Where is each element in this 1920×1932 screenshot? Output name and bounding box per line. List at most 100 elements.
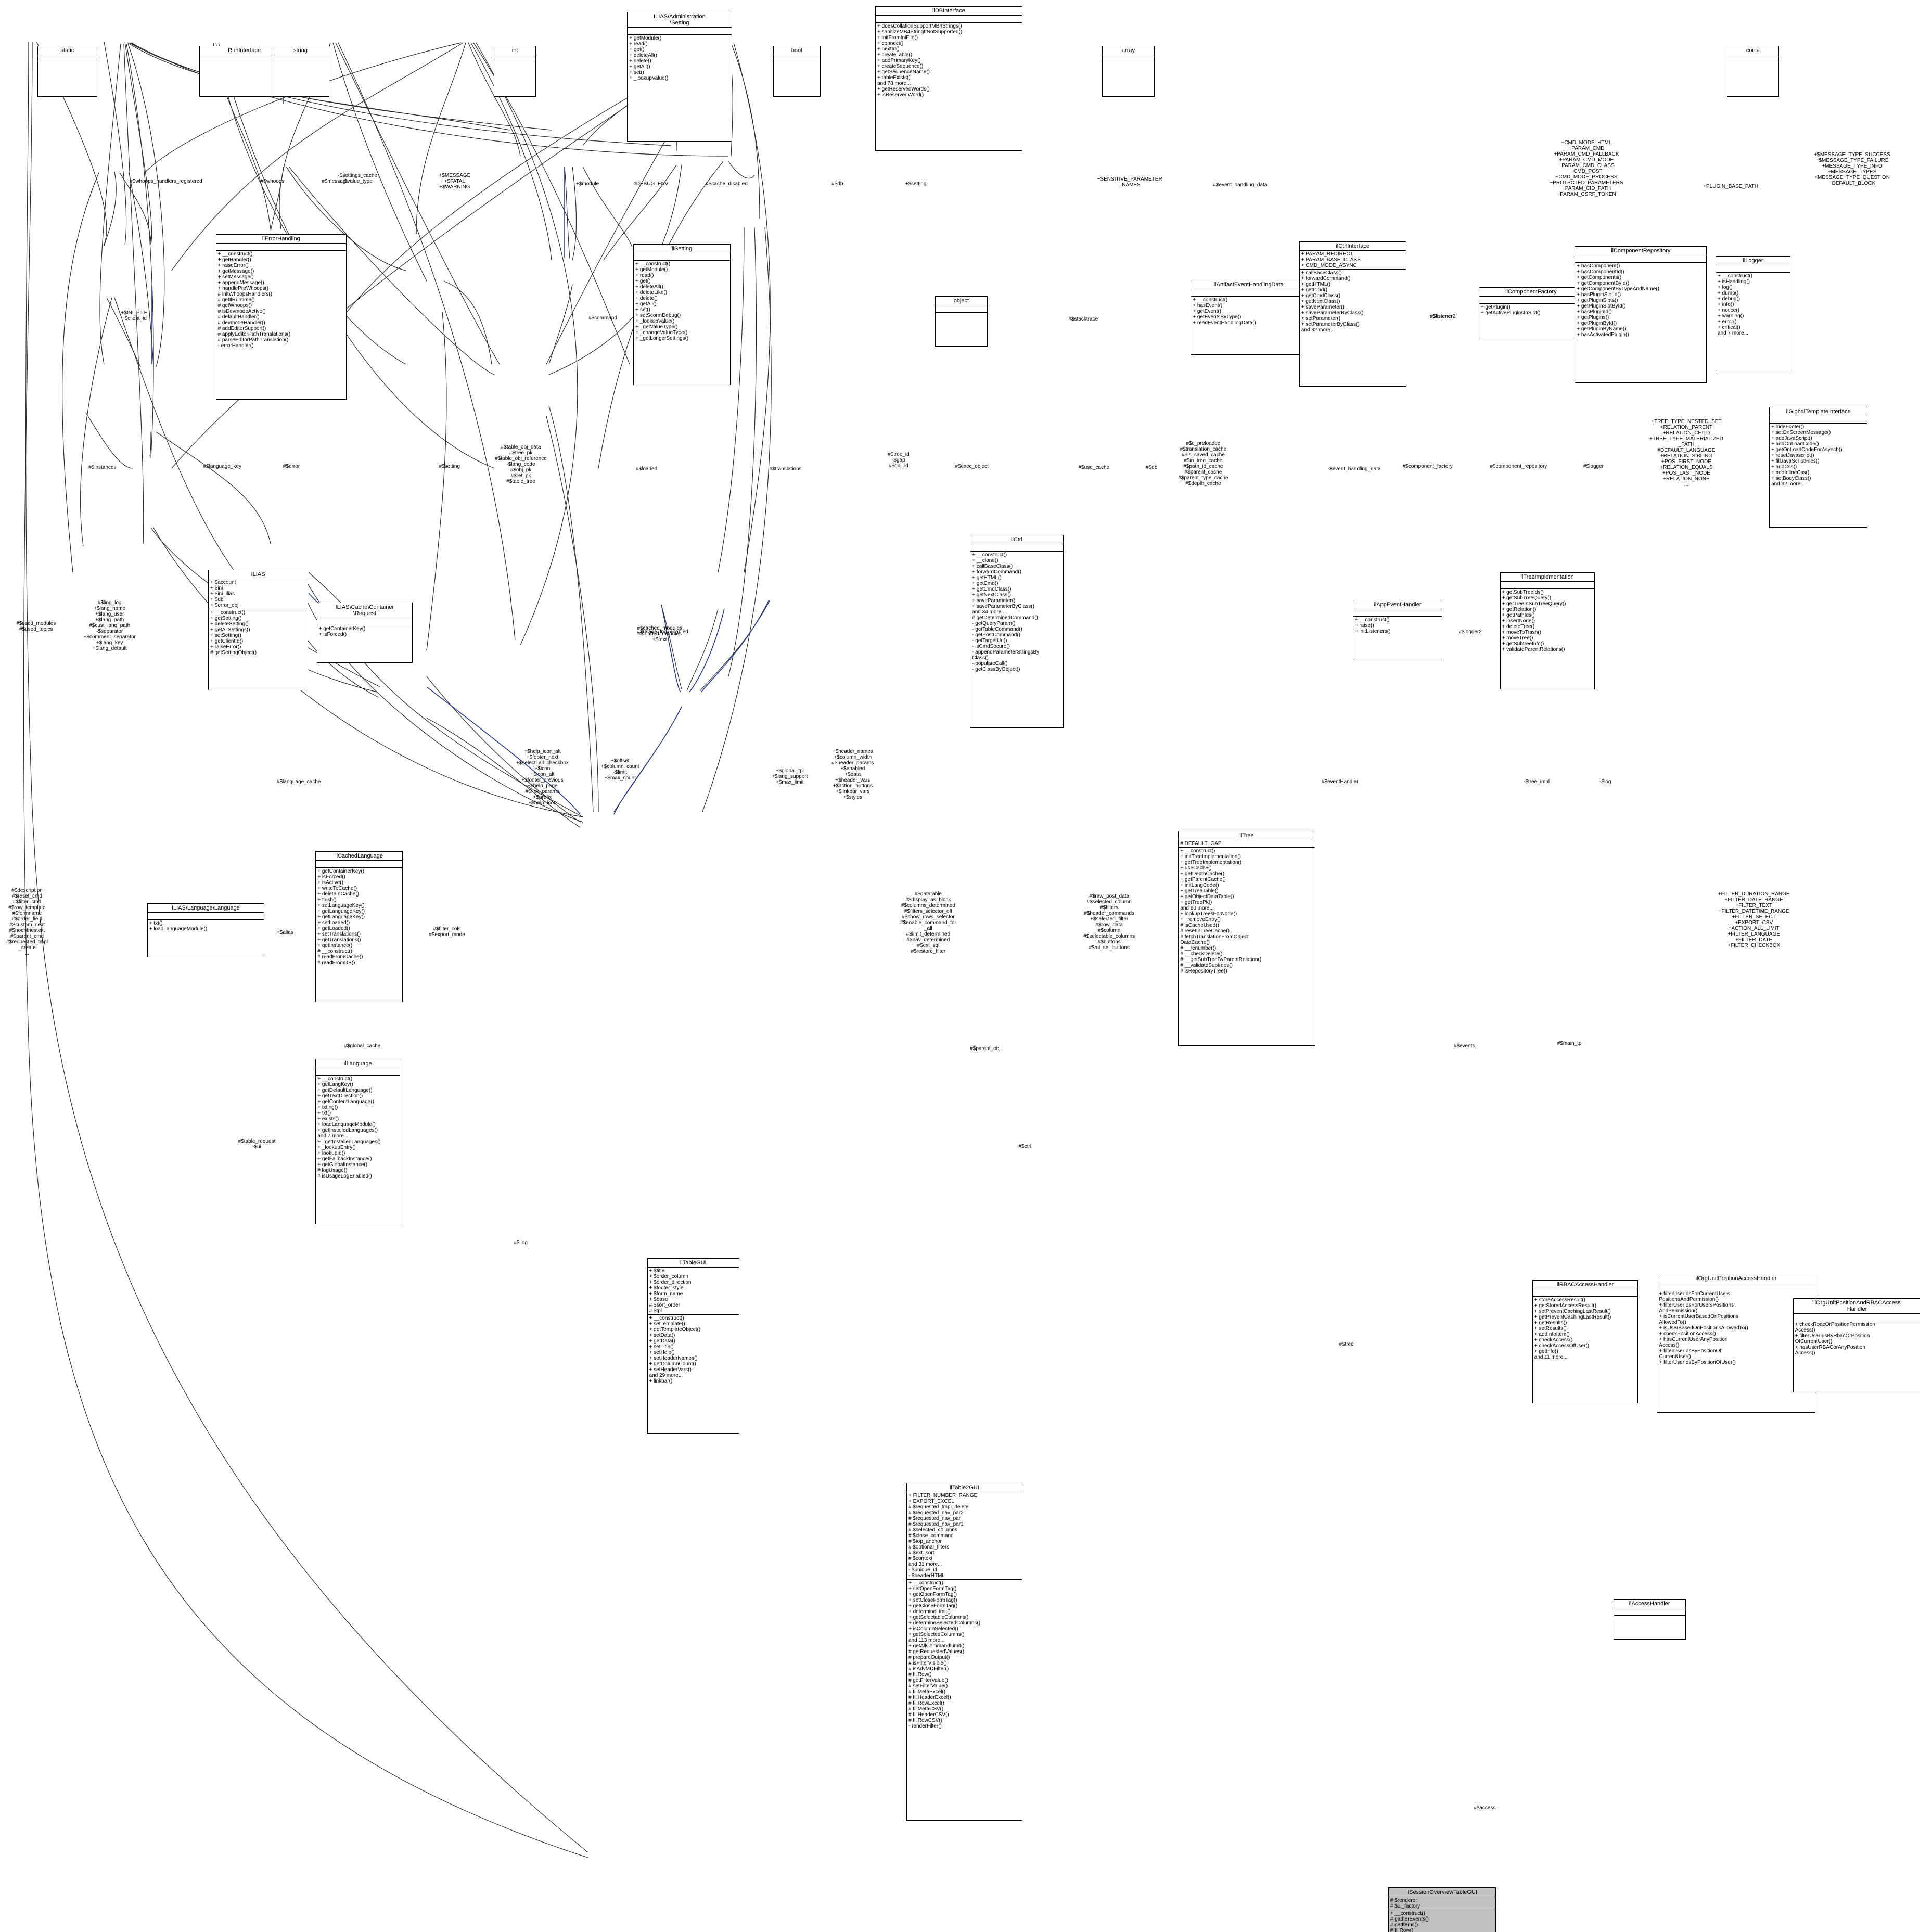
- edge-label: #$component_factory: [1402, 464, 1453, 470]
- class-node-ilctrlinterface[interactable]: ilCtrlInterface+ PARAM_REDIRECT + PARAM_…: [1299, 241, 1406, 387]
- edge-label: #$datatable #$display_as_block #$columns…: [900, 891, 956, 954]
- class-attributes: [773, 55, 820, 63]
- class-attributes: # DEFAULT_GAP: [1179, 840, 1315, 848]
- edge-label: #$listener: [1430, 314, 1453, 320]
- class-node-ilcomponentrepository[interactable]: ilComponentRepository+ hasComponent() + …: [1575, 246, 1707, 383]
- edge-label: #$command: [588, 315, 617, 321]
- edge-label: #$eventHandler: [1321, 778, 1359, 785]
- class-node-iltablegui[interactable]: ilTableGUI+ $title + $order_column + $or…: [647, 1258, 739, 1434]
- class-attributes: [1793, 1314, 1920, 1321]
- edge-label: +$INI_FILE +$client_id: [121, 310, 148, 322]
- class-operations: + __construct() + raise() + initListener…: [1354, 617, 1391, 635]
- class-title: ilAccessHandler: [1614, 1600, 1685, 1608]
- class-operations: + __construct() + isHandling() + log() +…: [1718, 273, 1753, 336]
- class-title: ILIAS\Cache\Container \Request: [317, 603, 413, 618]
- class-node-ilctrl[interactable]: ilCtrl + __construct() + __clone() + call…: [970, 535, 1064, 728]
- class-node-ilaccesshandler[interactable]: ilAccessHandler: [1613, 1598, 1686, 1640]
- class-node-ilias_admin_setting[interactable]: ILIAS\Administration \Setting + getModule…: [627, 12, 732, 142]
- edge-label: #$raw_post_data #$selected_column #$filt…: [1083, 893, 1135, 951]
- class-node-ilias_language_language[interactable]: ILIAS\Language\Language+ txt() + loadLan…: [147, 903, 264, 958]
- class-attributes: + PARAM_REDIRECT + PARAM_BASE_CLASS + CM…: [1299, 251, 1406, 270]
- edge-label: +$module: [576, 181, 599, 187]
- class-node-iltable2gui[interactable]: ilTable2GUI+ FILTER_NUMBER_RANGE + EXPOR…: [906, 1482, 1022, 1821]
- edge-label: #$tree_id -$gap #$obj_id: [888, 451, 910, 469]
- class-node-ilrbacaccesshandler[interactable]: ilRBACAccessHandler + storeAccessResult()…: [1532, 1280, 1639, 1403]
- class-operations: + txt() + loadLanguageModule(): [149, 920, 208, 932]
- class-node-ilias[interactable]: ILIAS+ $account + $ini + $ini_ilias + $d…: [208, 570, 308, 691]
- class-attributes: [1727, 55, 1779, 63]
- edge-label: +$MESSAGE +$FATAL +$WARNING: [439, 172, 471, 190]
- class-title: ilComponentFactory: [1479, 288, 1583, 297]
- class-attributes: [216, 244, 347, 251]
- class-title: string: [272, 46, 329, 56]
- class-operations: + __construct() + hasEvent() + getEvent(…: [1193, 297, 1256, 326]
- class-title: ilCtrlInterface: [1299, 242, 1406, 251]
- edge-label: #$logger: [1583, 464, 1604, 470]
- class-node-array[interactable]: array: [1102, 46, 1155, 97]
- class-attributes: [200, 55, 289, 63]
- edge-label: -$event_handling_data: [1327, 466, 1381, 472]
- class-node-illanguage[interactable]: ilLanguage+ __construct() + getLangKey()…: [315, 1059, 401, 1225]
- class-node-ilorgunitpositionaccesshandler[interactable]: ilOrgUnitPositionAccessHandler+ filterUs…: [1657, 1274, 1815, 1413]
- class-operations: + getSubTreeIds() + getSubTreeQuery() + …: [1502, 589, 1566, 652]
- edge-label: #$ling_log +$lang_name +$lang_user +$lan…: [83, 600, 136, 652]
- class-node-ilglobaltemplateinterface[interactable]: ilGlobalTemplateInterface+ hideFooter() …: [1769, 407, 1868, 528]
- class-node-static[interactable]: static: [37, 46, 97, 97]
- edge-label: #$table_obj_data #$tree_pk #$table_obj_r…: [495, 444, 547, 484]
- class-title: RunInterface: [200, 46, 289, 56]
- class-node-string[interactable]: string: [272, 46, 329, 97]
- class-node-illogger[interactable]: ilLogger+ __construct() + isHandling() +…: [1716, 255, 1790, 375]
- edge-label: #$description #$reset_cmd #$filter_cmd #…: [6, 887, 48, 956]
- class-node-ilcachedlanguage[interactable]: ilCachedLanguage+ getContainerKey() + is…: [315, 851, 403, 1003]
- class-title: ilCtrl: [970, 535, 1063, 545]
- class-title: static: [37, 46, 97, 56]
- class-attributes: [1770, 416, 1867, 424]
- class-node-int[interactable]: int: [493, 46, 536, 97]
- class-node-const[interactable]: const: [1726, 46, 1780, 97]
- class-operations: + getModule() + read() + get() + deleteA…: [629, 35, 669, 82]
- class-operations: + storeAccessResult() + getStoredAccessR…: [1534, 1297, 1611, 1360]
- edge-label: #$used_modules #$used_topics: [16, 620, 56, 632]
- class-attributes: [936, 305, 987, 313]
- class-operations: [1727, 62, 1779, 63]
- class-operations: + getContainerKey() + isForced(): [318, 625, 366, 637]
- edge-label: +PLUGIN_BASE_PATH: [1703, 183, 1759, 189]
- class-attributes: [634, 253, 731, 261]
- edge-label: #$use_cache: [1078, 465, 1110, 471]
- class-attributes: [316, 1068, 400, 1076]
- class-operations: [774, 62, 820, 63]
- class-title: ilGlobalTemplateInterface: [1770, 407, 1867, 417]
- class-attributes: [1479, 297, 1583, 304]
- edge-label: +$setting: [905, 181, 927, 187]
- class-operations: [1614, 1616, 1685, 1617]
- class-node-ilartifacteventhandlingdata[interactable]: ilArtifactEventHandlingData+ __construct…: [1191, 280, 1307, 355]
- class-attributes: [1657, 1283, 1815, 1291]
- class-node-ilcomponentfactory[interactable]: ilComponentFactory+ getPlugin() + getAct…: [1478, 287, 1584, 338]
- class-node-ilsessionoverviewtablegui[interactable]: ilSessionOverviewTableGUI# $renderer # $…: [1387, 1887, 1496, 1932]
- class-node-ilappeventhandler[interactable]: ilAppEventHandler+ __construct() + raise…: [1352, 600, 1443, 661]
- edge-label: #$message: [322, 178, 349, 185]
- class-title: array: [1103, 46, 1154, 56]
- class-attributes: [316, 861, 402, 868]
- class-operations: + __construct() # gatherEvents() # getIt…: [1390, 1911, 1429, 1932]
- class-title: ilRBACAccessHandler: [1532, 1281, 1638, 1289]
- class-operations: + __construct() + setOpenFormTag() + get…: [908, 1580, 981, 1729]
- edge-label: +TREE_TYPE_NESTED_SET +RELATION_PARENT +…: [1649, 419, 1723, 488]
- class-node-ilorgunitpositionandrbacaccesshandler[interactable]: ilOrgUnitPositionAndRBACAccess Handler+ …: [1793, 1298, 1920, 1392]
- class-node-object[interactable]: object: [935, 296, 988, 347]
- class-node-iltreeimplementation[interactable]: ilTreeImplementation+ getSubTreeIds() + …: [1500, 572, 1595, 690]
- class-title: ILIAS\Administration \Setting: [628, 12, 732, 28]
- edge-label: #$cached_modules #$loaded_modules +$text: [637, 625, 683, 643]
- class-node-ilerrorhandling[interactable]: ilErrorHandling+ __construct() + getHand…: [215, 234, 347, 400]
- class-node-iltree[interactable]: ilTree# DEFAULT_GAP+ __construct() + ini…: [1178, 830, 1315, 1046]
- class-attributes: [1614, 1608, 1685, 1616]
- class-node-bool[interactable]: bool: [773, 46, 821, 97]
- class-node-ilsetting[interactable]: ilSetting+ __construct() + getModule() +…: [633, 244, 731, 386]
- class-title: ilSetting: [634, 245, 731, 253]
- class-node-ildbinterface[interactable]: ilDBInterface+ doesCollationSupportMB4St…: [875, 6, 1022, 151]
- class-title: ilOrgUnitPositionAndRBACAccess Handler: [1793, 1299, 1920, 1314]
- class-title: ilDBInterface: [876, 7, 1022, 16]
- class-operations: + __construct() + getLangKey() + getDefa…: [317, 1076, 381, 1180]
- class-operations: + __construct() + __clone() + callBaseCl…: [972, 552, 1040, 673]
- class-node-ilias_cache_container_request[interactable]: ILIAS\Cache\Container \Request + getConta…: [316, 602, 413, 663]
